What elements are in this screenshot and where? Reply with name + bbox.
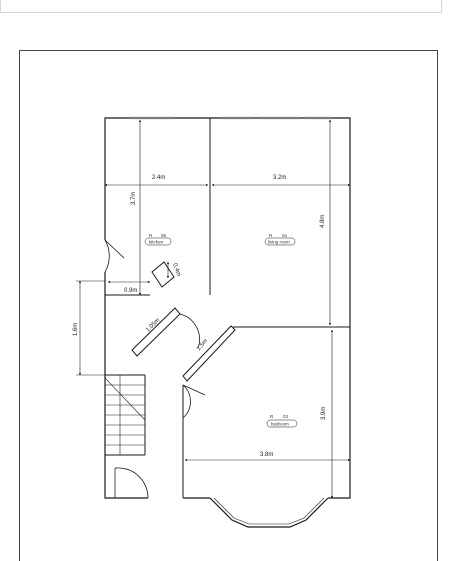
room-label-bedroom: bedroom <box>271 422 289 427</box>
room-code-living: R <box>269 233 273 238</box>
dim-living-width: 3.2m <box>273 175 286 181</box>
dim-bedroom-width: 3.8m <box>260 452 273 458</box>
drawing-sheet <box>19 50 438 561</box>
interior-walls <box>105 118 350 498</box>
room-tag-bedroom: R 03 bedroom <box>266 414 298 428</box>
dim-kitchen-width: 2.4m <box>152 175 165 181</box>
dim-alcove-depth: 0.4m <box>171 263 181 278</box>
dim-stair-span: 1.6m <box>73 323 79 336</box>
left-wall-lower <box>104 272 148 499</box>
top-toolbar-strip <box>0 0 442 13</box>
room-tag-kitchen: R 05 kitchen <box>144 233 172 246</box>
room-number-bedroom: 03 <box>283 414 289 419</box>
room-number-kitchen: 05 <box>161 233 167 238</box>
outer-walls <box>104 117 351 528</box>
room-code-kitchen: R <box>149 233 153 238</box>
room-label-living: living room <box>268 240 290 245</box>
dim-bedroom-depth: 3.9m <box>321 407 327 420</box>
room-tag-living: R 04 living room <box>264 233 296 246</box>
dim-kitchen-depth: 3.7m <box>131 192 137 205</box>
bay-window <box>209 497 329 528</box>
dim-hall-width: 0.9m <box>124 288 137 294</box>
dimension-lines <box>76 119 351 499</box>
passage-wall-2 <box>182 325 236 382</box>
dim-passage-1: 1.05m <box>145 317 161 333</box>
door-swing-entry <box>114 467 149 499</box>
room-label-kitchen: kitchen <box>149 240 164 245</box>
passage-wall-1 <box>131 307 181 357</box>
alcove-box <box>151 261 175 288</box>
room-number-living: 04 <box>282 233 288 238</box>
bay-window-inner <box>213 497 325 525</box>
doors <box>104 239 206 499</box>
room-code-bedroom: R <box>270 414 274 419</box>
door-swing-passage <box>179 313 200 349</box>
door-swing-bedroom <box>182 384 191 419</box>
door-swing-left <box>104 239 110 273</box>
left-wall <box>104 117 351 499</box>
dim-living-depth: 4.8m <box>320 215 326 228</box>
stairs <box>104 375 146 455</box>
